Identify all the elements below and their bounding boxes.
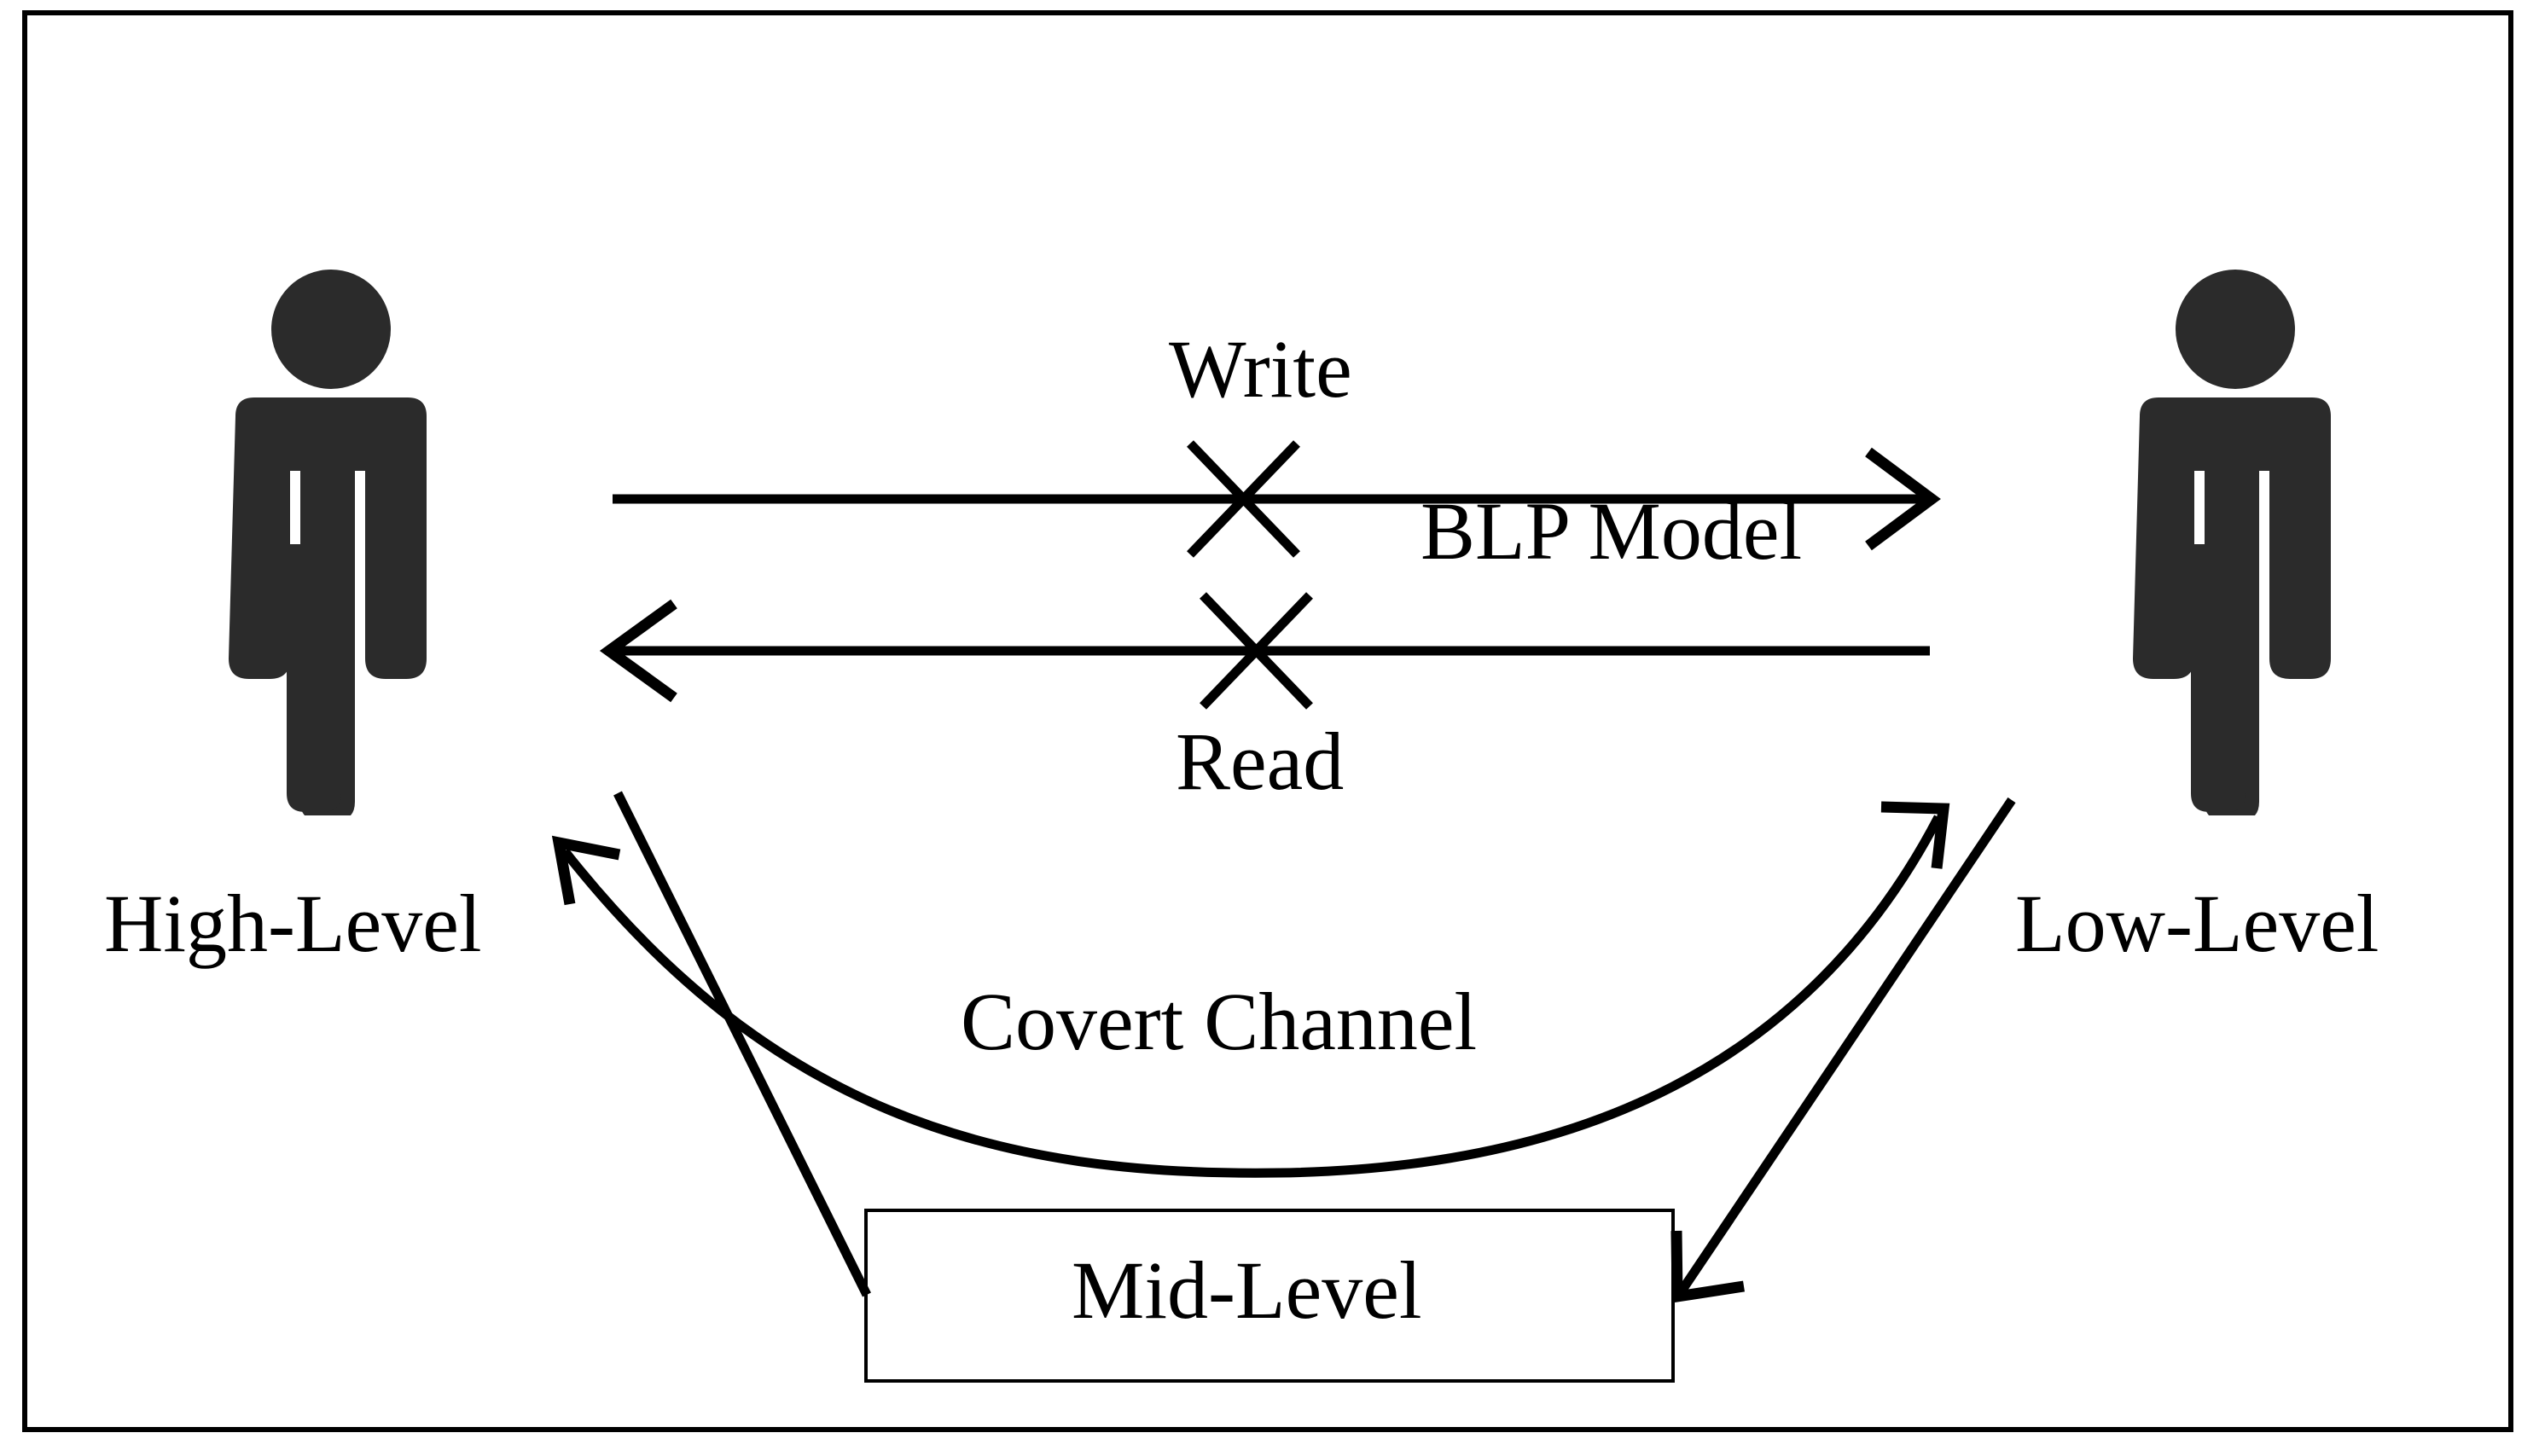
covert-channel-label: Covert Channel xyxy=(961,976,1478,1067)
write-label: Write xyxy=(1169,323,1352,415)
blp-model-label: BLP Model xyxy=(1421,485,1803,577)
mid-level-label: Mid-Level xyxy=(1072,1244,1422,1336)
mid-level-node-box[interactable] xyxy=(864,1209,1675,1383)
read-label: Read xyxy=(1176,716,1345,807)
person-icon-high-level xyxy=(212,270,450,821)
person-icon-low-level xyxy=(2116,270,2355,821)
high-level-label: High-Level xyxy=(104,878,482,969)
diagram-outer-border xyxy=(22,10,2513,1432)
low-level-label: Low-Level xyxy=(2015,878,2379,969)
